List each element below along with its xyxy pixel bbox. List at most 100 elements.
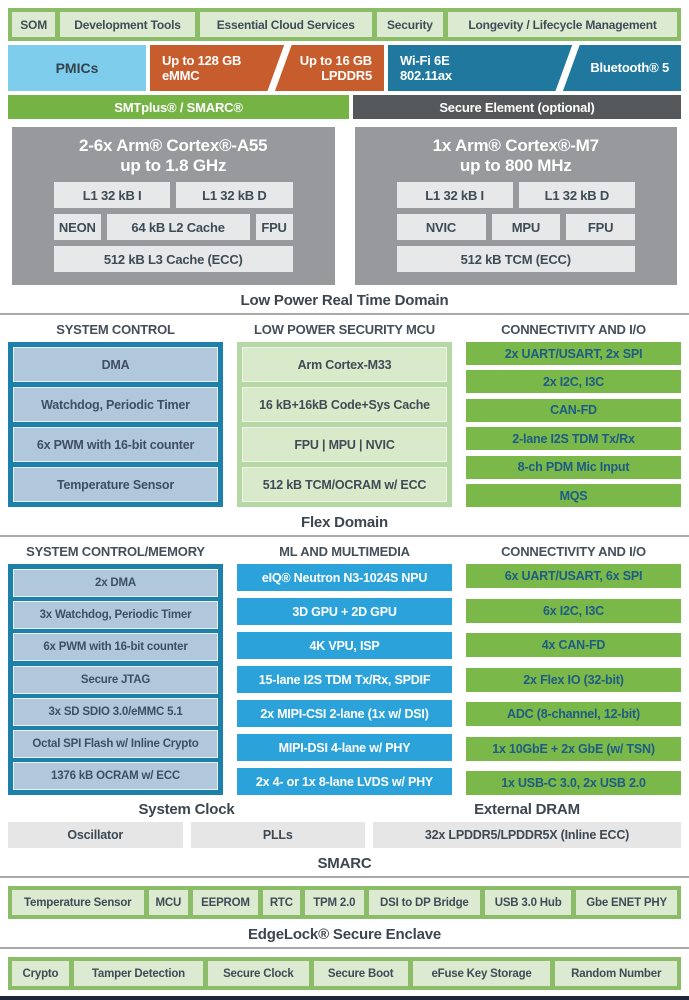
- cpu-feature-chip: FPU: [566, 214, 635, 241]
- ml-multimedia-chip: eIQ® Neutron N3-1024S NPU: [237, 564, 452, 592]
- system-control-chip: Temperature Sensor: [13, 467, 218, 503]
- ml-multimedia-chip: MIPI-DSI 4-lane w/ PHY: [237, 734, 452, 762]
- ml-multimedia-chip: 3D GPU + 2D GPU: [237, 598, 452, 626]
- low-power-domain-columns: SYSTEM CONTROL DMA Watchdog, Periodic Tim…: [0, 316, 689, 508]
- smarc-chip: Temperature Sensor: [12, 890, 144, 916]
- cpu-feature-chip: NVIC: [396, 214, 486, 241]
- system-clock-chips: Oscillator PLLs: [8, 822, 365, 849]
- edgelock-chip: Tamper Detection: [73, 961, 204, 987]
- cpu-feature-chip: FPU: [255, 214, 293, 241]
- system-control-memory-chip: 2x DMA: [13, 569, 218, 598]
- flex-connectivity-chip: 6x I2C, I3C: [466, 598, 681, 623]
- flex-connectivity-header: CONNECTIVITY AND I/O: [501, 544, 646, 560]
- system-control-chip: Watchdog, Periodic Timer: [13, 387, 218, 423]
- smarc-chip: DSI to DP Bridge: [368, 890, 481, 916]
- system-control-memory-header: SYSTEM CONTROL/MEMORY: [26, 544, 205, 560]
- connectivity-chip: MQS: [466, 484, 681, 508]
- wireless-block: Wi-Fi 6E 802.11ax Bluetooth® 5: [388, 45, 681, 91]
- low-power-domain-title: Low Power Real Time Domain: [240, 292, 449, 310]
- smarc-chip: MCU: [148, 890, 189, 916]
- ml-multimedia-chip: 2x 4- or 1x 8-lane LVDS w/ PHY: [237, 768, 452, 796]
- smarc-chip: USB 3.0 Hub: [485, 890, 572, 916]
- hardware-row: PMICs Up to 128 GB eMMC Up to 16 GB LPDD…: [8, 45, 681, 91]
- system-control-header: SYSTEM CONTROL: [56, 322, 175, 338]
- carrier-row: SMTplus® / SMARC® Secure Element (option…: [8, 95, 681, 119]
- ecosystem-chip: Security: [376, 12, 444, 37]
- flex-domain-title: Flex Domain: [301, 514, 388, 532]
- smtplus-smarc-bar: SMTplus® / SMARC®: [8, 95, 349, 119]
- flex-connectivity-chip: 6x UART/USART, 6x SPI: [466, 564, 681, 589]
- external-dram-chip: 32x LPDDR5/LPDDR5X (Inline ECC): [373, 822, 681, 849]
- security-mcu-chip: 16 kB+16kB Code+Sys Cache: [242, 387, 447, 423]
- ml-multimedia-chip: 15-lane I2S TDM Tx/Rx, SPDIF: [237, 666, 452, 694]
- cortex-a55-title: 2-6x Arm® Cortex®-A55 up to 1.8 GHz: [79, 136, 268, 176]
- cpu-feature-chip: MPU: [491, 214, 561, 241]
- section-divider: [0, 313, 689, 316]
- section-divider: [0, 876, 689, 879]
- ecosystem-chip: Development Tools: [60, 12, 195, 37]
- cortex-a55-block: 2-6x Arm® Cortex®-A55 up to 1.8 GHz L1 3…: [12, 127, 335, 286]
- smarc-title: SMARC: [317, 855, 372, 873]
- system-clock-chip: PLLs: [190, 822, 365, 849]
- bottom-bar: [0, 996, 689, 1000]
- clock-dram-row: System Clock Oscillator PLLs External DRA…: [8, 801, 681, 849]
- wifi-label: Wi-Fi 6E 802.11ax: [400, 52, 452, 83]
- system-control-memory-chip: Secure JTAG: [13, 665, 218, 694]
- smarc-chip: Gbe ENET PHY: [576, 890, 677, 916]
- system-control-column: SYSTEM CONTROL DMA Watchdog, Periodic Tim…: [8, 316, 223, 508]
- system-control-chip: DMA: [13, 347, 218, 383]
- ecosystem-chip: Essential Cloud Services: [199, 12, 372, 37]
- flex-connectivity-column: CONNECTIVITY AND I/O 6x UART/USART, 6x S…: [466, 538, 681, 796]
- connectivity-chip: 2-lane I2S TDM Tx/Rx: [466, 427, 681, 451]
- system-control-memory-chip: 1376 kB OCRAM w/ ECC: [13, 762, 218, 791]
- flex-connectivity-chip: ADC (8-channel, 12-bit): [466, 702, 681, 727]
- connectivity-chip: 8-ch PDM Mic Input: [466, 455, 681, 479]
- external-dram-group: External DRAM 32x LPDDR5/LPDDR5X (Inline…: [373, 801, 681, 849]
- ecosystem-chip: SOM: [12, 12, 56, 37]
- smarc-chip: EEPROM: [193, 890, 258, 916]
- memory-block: Up to 128 GB eMMC Up to 16 GB LPDDR5: [150, 45, 384, 91]
- system-control-memory-chip: 3x SD SDIO 3.0/eMMC 5.1: [13, 697, 218, 726]
- system-clock-title: System Clock: [138, 801, 235, 819]
- ml-multimedia-stack: eIQ® Neutron N3-1024S NPU 3D GPU + 2D GPU…: [237, 564, 452, 796]
- security-mcu-chip: 512 kB TCM/OCRAM w/ ECC: [242, 467, 447, 503]
- cpu-row: 2-6x Arm® Cortex®-A55 up to 1.8 GHz L1 3…: [12, 127, 677, 286]
- lpddr5-label: Up to 16 GB LPDDR5: [299, 52, 372, 83]
- bluetooth-label: Bluetooth® 5: [590, 60, 669, 76]
- system-clock-chip: Oscillator: [8, 822, 183, 849]
- edgelock-chip: Crypto: [12, 961, 69, 987]
- secure-element-bar: Secure Element (optional): [353, 95, 681, 119]
- cortex-m7-title: 1x Arm® Cortex®-M7 up to 800 MHz: [432, 136, 600, 176]
- ml-multimedia-column: ML AND MULTIMEDIA eIQ® Neutron N3-1024S …: [237, 538, 452, 796]
- external-dram-title: External DRAM: [474, 801, 580, 819]
- edgelock-chip: eFuse Key Storage: [412, 961, 551, 987]
- cpu-sub-row: 512 kB L3 Cache (ECC): [54, 246, 293, 273]
- cpu-feature-chip: 512 kB L3 Cache (ECC): [54, 246, 293, 273]
- cpu-feature-chip: L1 32 kB I: [396, 182, 513, 209]
- ml-multimedia-header: ML AND MULTIMEDIA: [279, 544, 410, 560]
- system-control-chip: 6x PWM with 16-bit counter: [13, 427, 218, 463]
- connectivity-chip: 2x I2C, I3C: [466, 370, 681, 394]
- system-control-memory-chip: 6x PWM with 16-bit counter: [13, 633, 218, 662]
- ml-multimedia-chip: 4K VPU, ISP: [237, 632, 452, 660]
- connectivity-header: CONNECTIVITY AND I/O: [501, 322, 646, 338]
- connectivity-chip: 2x UART/USART, 2x SPI: [466, 342, 681, 366]
- smarc-chip: RTC: [262, 890, 300, 916]
- cpu-feature-chip: 512 kB TCM (ECC): [396, 246, 635, 273]
- flex-connectivity-chip: 1x 10GbE + 2x GbE (w/ TSN): [466, 736, 681, 761]
- ecosystem-chip: Longevity / Lifecycle Management: [448, 12, 677, 37]
- diagonal-divider: [265, 45, 295, 91]
